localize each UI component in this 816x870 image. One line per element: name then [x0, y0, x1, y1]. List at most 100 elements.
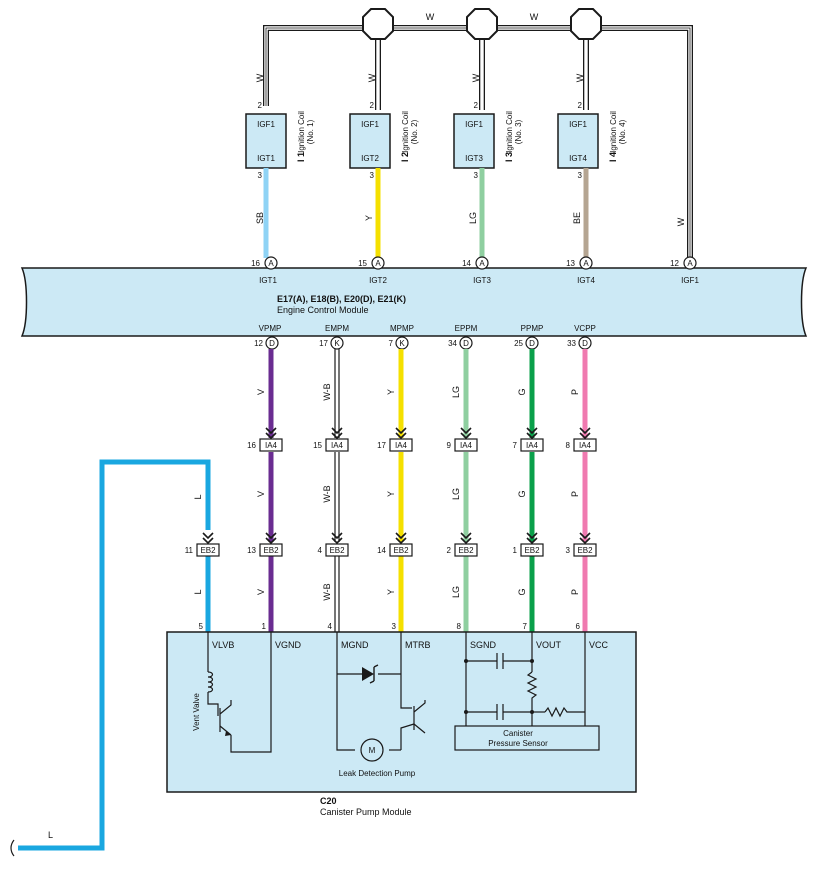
- coil-4-pin-top: 2: [578, 101, 583, 110]
- wire-label-lg-2: LG: [451, 488, 461, 500]
- wire-label-p-3: P: [570, 589, 580, 595]
- coil-4-wire-label: BE: [572, 212, 582, 224]
- coil-3-top-label: IGF1: [465, 120, 483, 129]
- ecm-bottom-pin-4-num: 34: [448, 339, 457, 348]
- motor-icon: [360, 738, 384, 762]
- ecm-top-pin-2-num: 15: [358, 259, 367, 268]
- ia4-3-name: IA4: [395, 441, 408, 450]
- coil-1-no: (No. 1): [306, 119, 315, 144]
- coil-3-w-label: W: [471, 73, 481, 82]
- coil-1-pin-bottom: 3: [258, 171, 263, 180]
- module-pin-7-label: VCC: [589, 640, 609, 650]
- module-code: C20: [320, 796, 337, 806]
- coil-3-wire-label: LG: [468, 212, 478, 224]
- module-pin-4-label: MTRB: [405, 640, 431, 650]
- wire-label-p-2: P: [570, 491, 580, 497]
- ecm-top-pin-5-label: IGF1: [681, 276, 699, 285]
- sensor-label-2: Pressure Sensor: [488, 739, 548, 748]
- ecm-bottom-pin-6-label: VCPP: [574, 324, 596, 333]
- coil-2-w-label: W: [367, 73, 377, 82]
- coil-3-id: I 3: [504, 152, 514, 162]
- module-name: Canister Pump Module: [320, 807, 412, 817]
- ecm-top-pin-4-label: IGT4: [577, 276, 595, 285]
- ecm-top-pin-3-label: IGT3: [473, 276, 491, 285]
- module-pin-5-num: 8: [457, 622, 462, 631]
- ecm-top-pin-3-conn: A: [479, 259, 485, 268]
- ia4-6-name: IA4: [579, 441, 592, 450]
- eb2-4-pin: 14: [377, 546, 386, 555]
- coil-3-pin-bottom: 3: [474, 171, 479, 180]
- coil-2-bottom-label: IGT2: [361, 154, 379, 163]
- ecm-top-pin-1-num: 16: [251, 259, 260, 268]
- coil-3: W 2 IGF1 IGT3 I 3 Ignition Coil (No. 3) …: [453, 73, 523, 258]
- coil-3-name: Ignition Coil: [505, 111, 514, 153]
- module-pin-1-label: VLVB: [212, 640, 234, 650]
- ia4-4-name: IA4: [460, 441, 473, 450]
- coil-4-w-label: W: [575, 73, 585, 82]
- pressure-sensor-box: [454, 725, 600, 751]
- eb2-2-pin: 13: [247, 546, 256, 555]
- ecm-bottom-pin-6-num: 33: [567, 339, 576, 348]
- ecm-top-pin-1-label: IGT1: [259, 276, 277, 285]
- canister-pump-module: 5 1 4 3 8 7 6 VLVB VGND MGND MTRB SGND V…: [166, 622, 637, 817]
- wire-label-y-2: Y: [386, 491, 396, 497]
- eb2-1-pin: 11: [185, 546, 194, 555]
- eb2-3-name: EB2: [329, 546, 345, 555]
- ecm-top-pin-3-num: 14: [462, 259, 471, 268]
- wire-label-wb-1: W-B: [322, 383, 332, 400]
- junction-3: [570, 8, 602, 40]
- ia4-2-name: IA4: [331, 441, 344, 450]
- coil-4-id: I 4: [608, 152, 618, 162]
- coil-2: W 2 IGF1 IGT2 I 2 Ignition Coil (No. 2) …: [349, 73, 419, 258]
- ecm-bottom-pin-3-conn: K: [399, 339, 405, 348]
- coil-4-pin-bottom: 3: [578, 171, 583, 180]
- ecm-top-pin-5-conn: A: [687, 259, 693, 268]
- wire-label-lg-1: LG: [451, 386, 461, 398]
- ia4-3-pin: 17: [377, 441, 386, 450]
- ia4-2-pin: 15: [313, 441, 322, 450]
- ecm-bottom-pin-2-conn: K: [334, 339, 340, 348]
- ecm-bottom-pin-1-conn: D: [269, 339, 275, 348]
- ecm-top-pin-4-conn: A: [583, 259, 589, 268]
- wire-label-y-3: Y: [386, 589, 396, 595]
- wire-label-y-1: Y: [386, 389, 396, 395]
- leak-pump-circuit: [336, 632, 426, 751]
- coil-3-no: (No. 3): [514, 119, 523, 144]
- eb2-7-pin: 3: [566, 546, 571, 555]
- coil-4: W 2 IGF1 IGT4 I 4 Ignition Coil (No. 4) …: [557, 73, 627, 258]
- ecm-top-pin-5-num: 12: [670, 259, 679, 268]
- ia4-1-pin: 16: [247, 441, 256, 450]
- ia4-4-pin: 9: [447, 441, 452, 450]
- ecm-bottom-pin-5-num: 25: [514, 339, 523, 348]
- ia4-6-pin: 8: [566, 441, 571, 450]
- ecm-top-pin-1-conn: A: [268, 259, 274, 268]
- coil-2-no: (No. 2): [410, 119, 419, 144]
- ecm-bottom-pin-1-label: VPMP: [259, 324, 282, 333]
- coil-2-id: I 2: [400, 152, 410, 162]
- wire-label-g-2: G: [517, 490, 527, 497]
- coil-4-name: Ignition Coil: [609, 111, 618, 153]
- eb2-5-pin: 2: [447, 546, 452, 555]
- coil-1-pin-top: 2: [258, 101, 263, 110]
- coil-2-pin-top: 2: [370, 101, 375, 110]
- eb2-1-name: EB2: [200, 546, 216, 555]
- coil-2-wire-label: Y: [364, 215, 374, 221]
- module-pin-2-num: 1: [262, 622, 267, 631]
- bus-label-2: W: [530, 12, 539, 22]
- module-pin-1-num: 5: [199, 622, 204, 631]
- ecm-code: E17(A), E18(B), E20(D), E21(K): [277, 294, 406, 304]
- coil-1-bottom-label: IGT1: [257, 154, 275, 163]
- ecm-bottom-pin-5-label: PPMP: [521, 324, 544, 333]
- coil-3-bottom-label: IGT3: [465, 154, 483, 163]
- wire-label-wb-2: W-B: [322, 485, 332, 502]
- wire-label-l-2: L: [193, 589, 203, 594]
- coil-1-top-label: IGF1: [257, 120, 275, 129]
- module-pin-6-num: 7: [523, 622, 528, 631]
- eb2-4-name: EB2: [393, 546, 409, 555]
- module-pin-7-num: 6: [576, 622, 581, 631]
- vent-valve-circuit: [207, 632, 272, 753]
- wire-label-v-1: V: [256, 389, 266, 395]
- motor-label: M: [369, 746, 376, 755]
